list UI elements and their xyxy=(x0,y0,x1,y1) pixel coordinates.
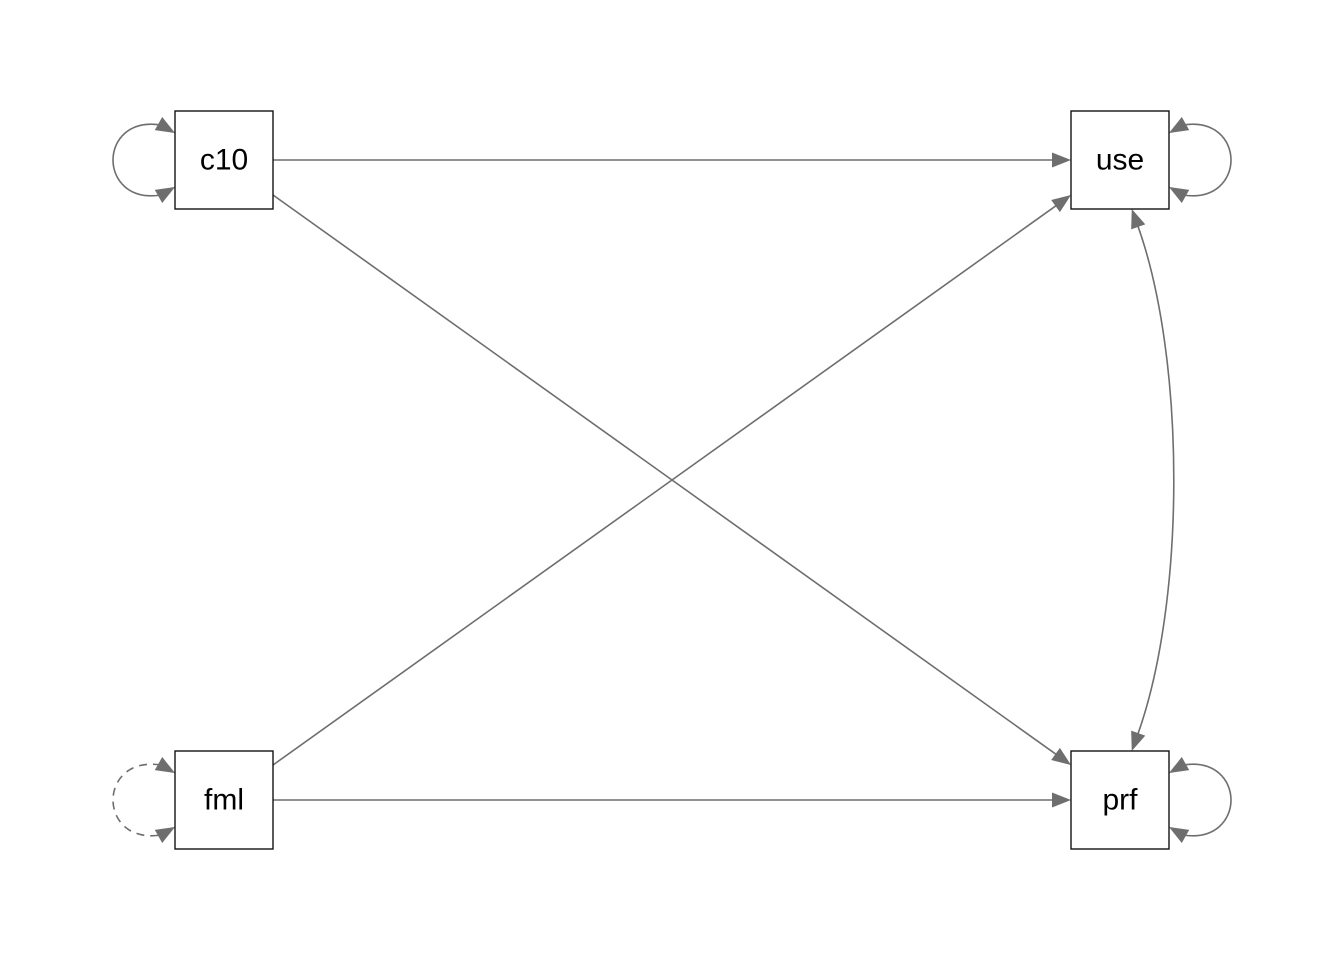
arrowhead-variance-prf-upper xyxy=(1169,757,1190,773)
arrowhead-variance-c10-upper xyxy=(154,117,175,133)
variance-loop-c10 xyxy=(112,123,162,197)
node-box-prf xyxy=(1070,750,1170,850)
arrowhead-fml-to-use xyxy=(1051,195,1071,213)
covariance-use-prf xyxy=(1136,223,1175,737)
arrowhead-variance-fml-lower xyxy=(154,827,175,843)
node-c10: c10 xyxy=(174,110,274,210)
arrowhead-variance-fml-upper xyxy=(154,757,175,773)
node-label-prf: prf xyxy=(1102,784,1138,817)
arrowhead-variance-use-upper xyxy=(1169,117,1190,133)
arrowhead-covariance-use xyxy=(1131,209,1146,230)
node-label-fml: fml xyxy=(204,784,244,817)
arrowhead-covariance-prf xyxy=(1131,730,1146,751)
nodes-layer: c10 use fml prf xyxy=(174,110,1170,850)
arrowhead-c10-to-prf xyxy=(1051,747,1071,765)
node-box-use xyxy=(1070,110,1170,210)
node-box-c10 xyxy=(174,110,274,210)
node-label-c10: c10 xyxy=(200,144,248,177)
node-fml: fml xyxy=(174,750,274,850)
arrowhead-variance-use-lower xyxy=(1169,187,1190,203)
arrowhead-variance-c10-lower xyxy=(154,187,175,203)
variance-loop-fml xyxy=(112,763,162,837)
node-use: use xyxy=(1070,110,1170,210)
variance-loop-prf xyxy=(1182,763,1232,837)
edges-layer xyxy=(112,117,1232,843)
path-fml-to-use xyxy=(272,203,1059,766)
arrowhead-variance-prf-lower xyxy=(1169,827,1190,843)
node-box-fml xyxy=(174,750,274,850)
node-label-use: use xyxy=(1096,144,1144,177)
variance-loop-use xyxy=(1182,123,1232,197)
node-prf: prf xyxy=(1070,750,1170,850)
path-c10-to-prf xyxy=(272,194,1059,757)
arrowhead-c10-to-use xyxy=(1052,152,1071,168)
arrowhead-fml-to-prf xyxy=(1052,792,1071,808)
